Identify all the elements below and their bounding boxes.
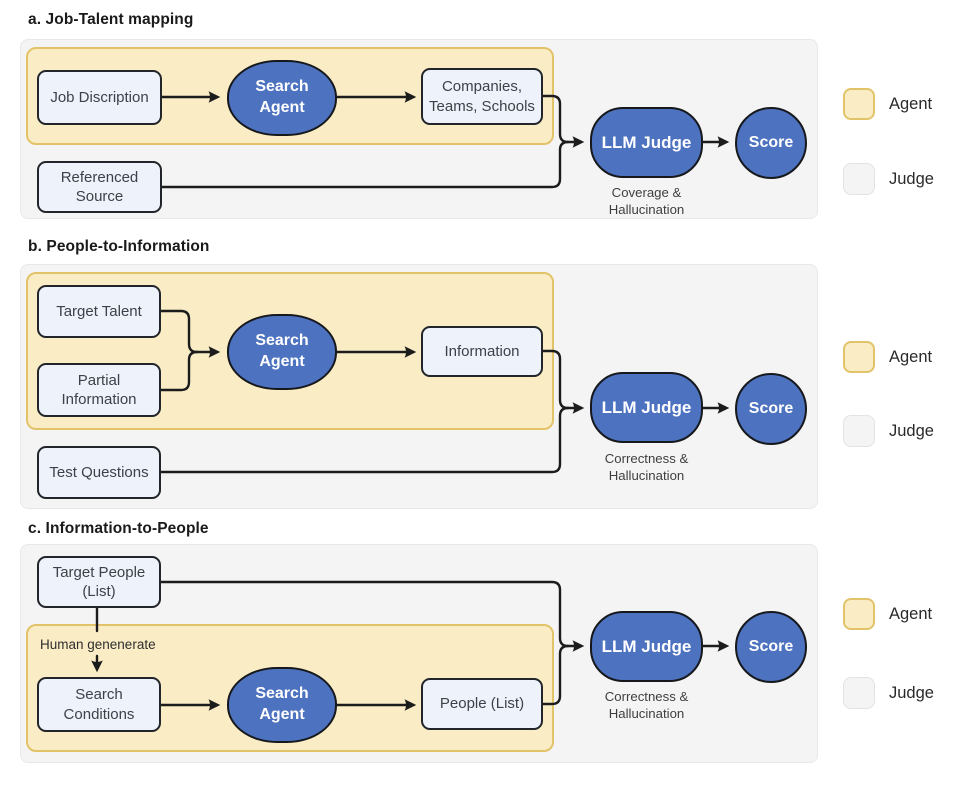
agent-swatch-icon (843, 341, 875, 373)
panel-c-title: c. Information-to-People (28, 520, 209, 537)
panel-b-llm-judge-node: LLM Judge (590, 372, 703, 443)
panel-b-input-box-2: Partial Information (37, 363, 161, 417)
panel-c-score-node: Score (735, 611, 807, 683)
panel-b-title: b. People-to-Information (28, 238, 210, 255)
legend-agent-label: Agent (889, 604, 933, 623)
panel-b-judge-caption: Correctness & Hallucination (604, 451, 689, 484)
judge-swatch-icon (843, 163, 875, 195)
legend-agent-label: Agent (889, 347, 933, 366)
panel-a-judge-caption: Coverage & Hallucination (608, 185, 685, 218)
wire-b-output-merge (541, 349, 570, 410)
panel-a-title: a. Job-Talent mapping (28, 11, 194, 28)
legend-c-judge: Judge (843, 677, 934, 709)
panel-c-llm-judge-node: LLM Judge (590, 611, 703, 682)
agent-swatch-icon (843, 88, 875, 120)
legend-judge-label: Judge (889, 421, 934, 440)
panel-b-score-node: Score (735, 373, 807, 445)
judge-swatch-icon (843, 415, 875, 447)
legend-agent-label: Agent (889, 94, 933, 113)
legend-a-agent: Agent (843, 88, 932, 120)
panel-a-search-agent-node: Search Agent (227, 60, 337, 136)
legend-judge-label: Judge (889, 169, 934, 188)
panel-b-search-agent-node: Search Agent (227, 314, 337, 390)
panel-b-reference-box: Test Questions (37, 446, 161, 499)
wire-b-input1-merge (159, 309, 199, 354)
legend-b-agent: Agent (843, 341, 932, 373)
panel-c-input-box: Target People (List) (37, 556, 161, 608)
agent-swatch-icon (843, 598, 875, 630)
panel-c-judge-caption: Correctness & Hallucination (604, 689, 689, 722)
panel-a-output-box: Companies, Teams, Schools (421, 68, 543, 125)
panel-c-search-agent-node: Search Agent (227, 667, 337, 743)
judge-swatch-icon (843, 677, 875, 709)
wire-b-input2-merge (159, 350, 199, 392)
legend-c-agent: Agent (843, 598, 932, 630)
legend-judge-label: Judge (889, 683, 934, 702)
wire-a-reference-merge (160, 140, 570, 189)
wire-c-input-merge (159, 580, 570, 648)
wire-a-output-merge (541, 94, 570, 144)
panel-c-human-generate-label: Human genenerate (40, 637, 156, 652)
panel-b-input-box-1: Target Talent (37, 285, 161, 338)
panel-c-condition-box: Search Conditions (37, 677, 161, 732)
panel-a-score-node: Score (735, 107, 807, 179)
panel-b-output-box: Information (421, 326, 543, 377)
panel-a-llm-judge-node: LLM Judge (590, 107, 703, 178)
wire-b-reference-merge (159, 406, 570, 474)
panel-a-input-box: Job Discription (37, 70, 162, 125)
legend-b-judge: Judge (843, 415, 934, 447)
wire-c-output-merge (541, 644, 570, 706)
panel-c-output-box: People (List) (421, 678, 543, 730)
legend-a-judge: Judge (843, 163, 934, 195)
panel-a-reference-box: Referenced Source (37, 161, 162, 213)
